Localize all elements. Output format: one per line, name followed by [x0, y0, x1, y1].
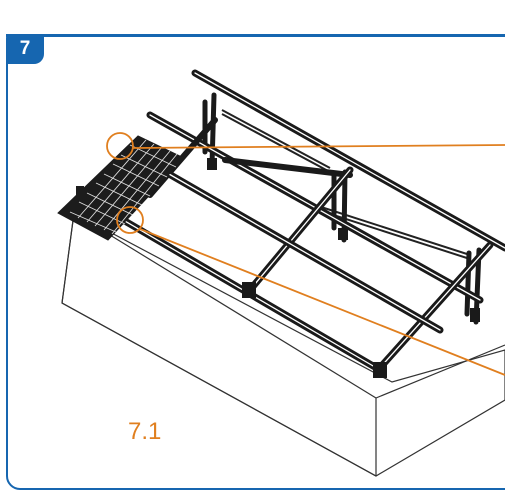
sub-step-label: 7.1	[128, 418, 162, 445]
panel-clamp	[76, 186, 84, 196]
frame-top-border	[6, 34, 505, 37]
concrete-base	[61, 212, 505, 477]
callout-top	[106, 132, 505, 160]
rail-rear	[191, 69, 505, 252]
callout-bottom	[116, 206, 505, 376]
front-feet	[207, 158, 480, 378]
step-number-badge: 7	[6, 34, 44, 64]
